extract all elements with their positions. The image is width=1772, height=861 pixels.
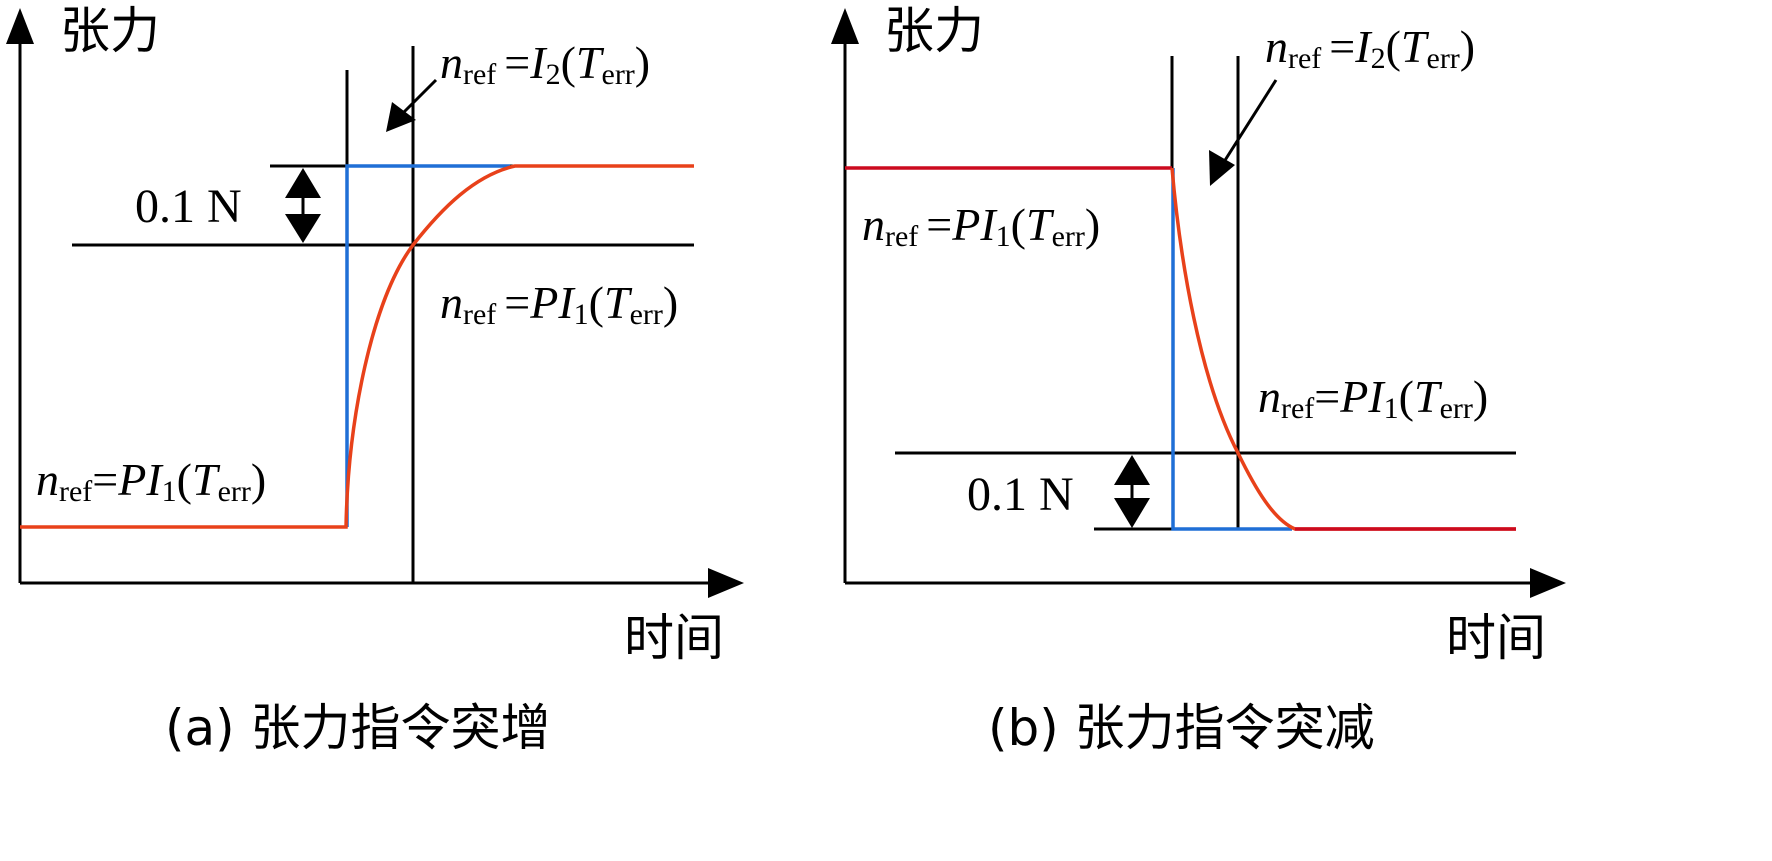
eq-i2-a: nref=I2(Terr) bbox=[440, 37, 650, 91]
delta-label-b: 0.1 N bbox=[967, 468, 1074, 521]
eq-pi1-b-right: nref=PI1(Terr) bbox=[1258, 371, 1488, 425]
y-axis-arrow-b bbox=[831, 8, 859, 44]
eq-pi1-b-left: nref=PI1(Terr) bbox=[862, 199, 1100, 253]
caption-a: (a) 张力指令突增 bbox=[165, 699, 551, 757]
command-step-b bbox=[1171, 168, 1292, 531]
panel-a: 张力 时间 0.1 N nref=I2(Terr) nref=PI1(Terr) bbox=[6, 2, 744, 757]
delta-label-a: 0.1 N bbox=[135, 180, 242, 233]
caption-b: (b) 张力指令突减 bbox=[988, 699, 1375, 757]
delta-arrow-up-b bbox=[1114, 455, 1150, 485]
pointer-arrow-head-b bbox=[1209, 150, 1235, 186]
y-axis-label-b: 张力 bbox=[884, 2, 984, 60]
delta-arrow-down-b bbox=[1114, 498, 1150, 528]
eq-pi1-a-left: nref=PI1(Terr) bbox=[36, 454, 266, 508]
x-axis-label-b: 时间 bbox=[1446, 609, 1546, 667]
x-axis-label-a: 时间 bbox=[624, 609, 724, 667]
y-axis-label-a: 张力 bbox=[60, 2, 160, 60]
x-axis-arrow-b bbox=[1530, 568, 1566, 598]
response-curve-b bbox=[1170, 167, 1516, 531]
pointer-arrow-head-a bbox=[386, 102, 416, 132]
x-axis-arrow-a bbox=[708, 568, 744, 598]
y-axis-arrow-a bbox=[6, 8, 34, 44]
pointer-arrow-b bbox=[1220, 79, 1278, 166]
eq-i2-b: nref=I2(Terr) bbox=[1265, 21, 1475, 75]
delta-arrow-up-a bbox=[285, 168, 321, 198]
panel-b: 张力 时间 0.1 N nref=I2(Terr) nref=PI1(Terr) bbox=[831, 2, 1566, 757]
command-step-a bbox=[345, 164, 510, 527]
response-curve-a bbox=[20, 164, 694, 529]
eq-pi1-a-right: nref=PI1(Terr) bbox=[440, 277, 678, 331]
delta-arrow-down-a bbox=[285, 214, 321, 243]
